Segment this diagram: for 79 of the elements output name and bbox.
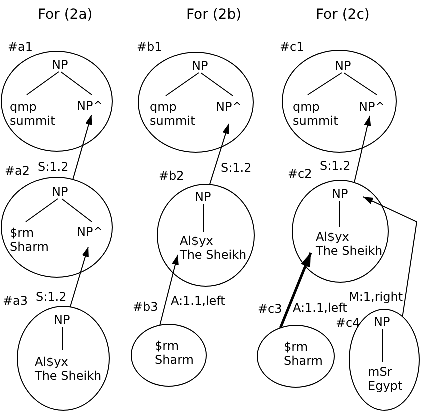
tree-ellipse bbox=[131, 324, 207, 387]
tree-id-label: #c2 bbox=[288, 167, 312, 181]
word-label: qmp bbox=[293, 100, 321, 114]
word-label: mSr bbox=[368, 365, 394, 379]
tree-id-label: #c4 bbox=[336, 316, 360, 330]
tree-node-label: NP bbox=[332, 187, 364, 201]
gloss-label: The Sheikh bbox=[316, 244, 383, 258]
edge-label: S:1.2 bbox=[221, 161, 252, 175]
tree-node-label: NP^ bbox=[216, 96, 242, 124]
word-label: $rm bbox=[10, 226, 36, 240]
tree-node-label: NP bbox=[192, 59, 208, 73]
tree-branch bbox=[26, 198, 58, 222]
gloss-label: summit bbox=[150, 114, 196, 128]
edge-label: A:1.1,left bbox=[293, 301, 348, 315]
tree-id-label: #c3 bbox=[258, 302, 282, 316]
tree-branch bbox=[203, 204, 204, 232]
gloss-label: The Sheikh bbox=[35, 369, 102, 383]
gloss-label: summit bbox=[10, 114, 56, 128]
arrow bbox=[354, 116, 372, 184]
tree-id-label: #c1 bbox=[280, 40, 304, 54]
edge-label: S:1.2 bbox=[38, 160, 69, 174]
arrow bbox=[279, 252, 312, 329]
tree-id-label: #a1 bbox=[8, 40, 34, 54]
word-label: $rm bbox=[284, 340, 310, 354]
gloss-label: Sharm bbox=[284, 354, 323, 368]
tree-ellipse bbox=[138, 52, 254, 153]
word-label: qmp bbox=[10, 100, 38, 114]
gloss-label: Sharm bbox=[155, 353, 194, 367]
tree-id-label: #b2 bbox=[159, 169, 184, 183]
tree-ellipse bbox=[1, 51, 113, 152]
gloss-label: Egypt bbox=[368, 379, 403, 393]
tree-branch bbox=[26, 72, 60, 96]
arrow bbox=[209, 124, 230, 186]
tree-node-label: NP^ bbox=[77, 95, 104, 115]
tree-branch bbox=[344, 72, 378, 96]
tree-id-label: #b3 bbox=[133, 300, 158, 314]
tree-id-label: #b1 bbox=[137, 40, 162, 54]
gloss-label: summit bbox=[293, 114, 338, 128]
tree-branch bbox=[60, 72, 92, 96]
column-heading: For (2a) bbox=[38, 7, 93, 23]
tree-node-label: NP^ bbox=[359, 95, 386, 116]
tree-node-label: NP bbox=[52, 58, 68, 72]
column-heading: For (2c) bbox=[316, 7, 370, 23]
column-heading: For (2b) bbox=[186, 7, 242, 23]
word-label: Al$yx bbox=[316, 230, 350, 244]
tree-ellipse bbox=[17, 306, 110, 411]
word-label: $rm bbox=[155, 339, 180, 353]
tree-branch bbox=[166, 72, 200, 96]
tree-node-label: NP bbox=[374, 315, 390, 329]
tree-branch bbox=[339, 200, 340, 228]
gloss-label: The Sheikh bbox=[180, 248, 247, 262]
tree-branch bbox=[200, 72, 234, 96]
edge-label: A:1.1,left bbox=[171, 294, 226, 308]
tree-ellipse bbox=[1, 177, 113, 278]
word-label: Al$yx bbox=[35, 355, 70, 369]
word-label: qmp bbox=[150, 100, 178, 114]
tree-branch bbox=[62, 198, 92, 222]
edge-label: S:1.2 bbox=[36, 290, 67, 304]
arrow bbox=[72, 114, 92, 180]
tree-node-label: NP bbox=[54, 313, 70, 327]
tree-id-label: #a2 bbox=[5, 164, 30, 178]
gloss-label: Sharm bbox=[10, 240, 49, 254]
tree-ellipse bbox=[157, 184, 255, 287]
tree-ellipse bbox=[257, 325, 335, 388]
word-label: Al$yx bbox=[180, 234, 214, 248]
tree-node-label: NP bbox=[195, 190, 212, 204]
tree-ellipse bbox=[282, 50, 397, 153]
edge-label: S:1.2 bbox=[320, 159, 351, 173]
tree-id-label: #a3 bbox=[3, 294, 28, 308]
tree-node-label: NP^ bbox=[77, 222, 104, 247]
tree-ellipse bbox=[292, 180, 389, 283]
edge-label: M:1,right bbox=[349, 290, 404, 304]
arrow bbox=[362, 196, 418, 318]
arrow bbox=[70, 246, 89, 308]
tree-node-label: NP bbox=[52, 185, 68, 199]
tree-branch bbox=[308, 72, 342, 96]
arrow bbox=[160, 254, 179, 326]
tree-node-label: NP bbox=[335, 59, 352, 73]
tree-branch bbox=[62, 326, 63, 350]
